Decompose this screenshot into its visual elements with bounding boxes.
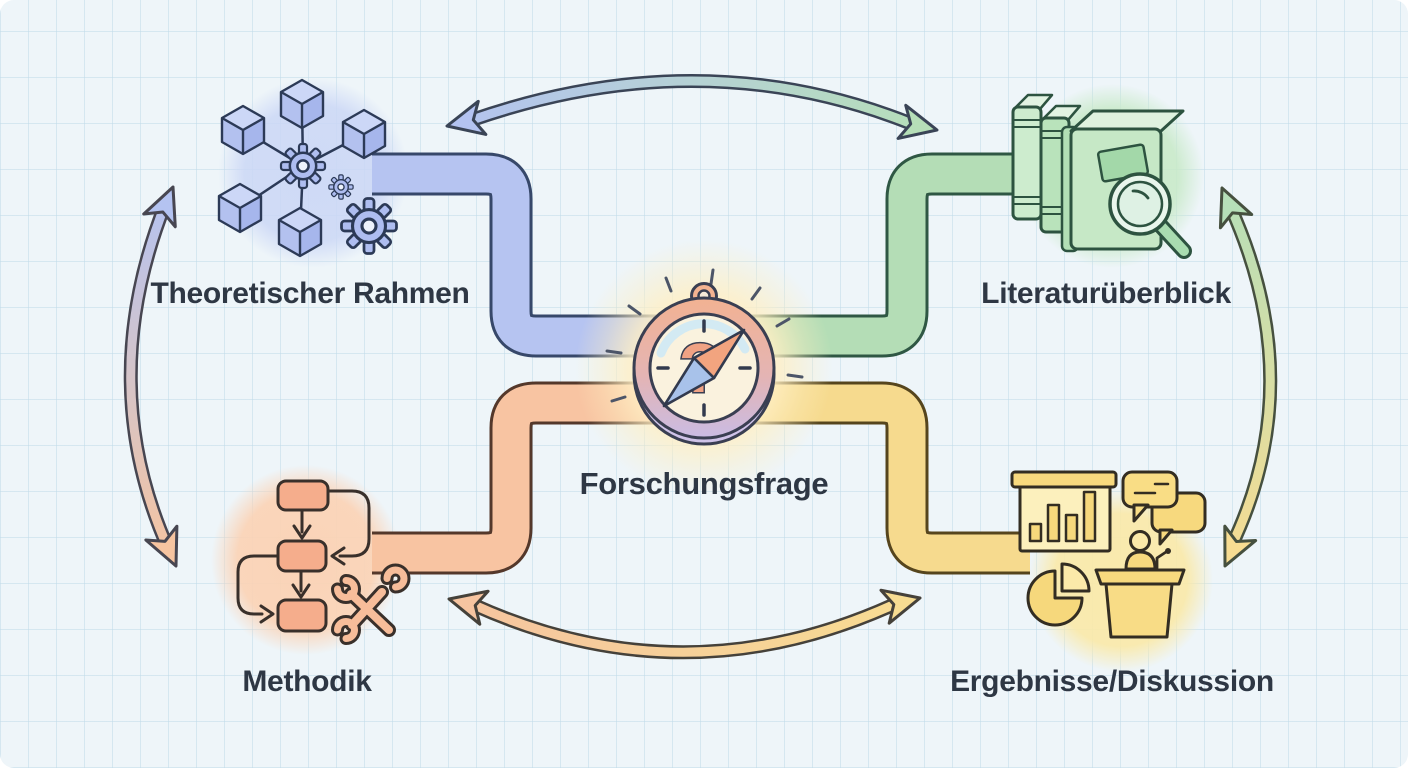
flowchart-wrenches-icon [236, 479, 411, 645]
node-label-theoretischer-rahmen: Theoretischer Rahmen [150, 277, 470, 310]
sparkle-lines [605, 268, 804, 403]
cube-network-gears-icon [217, 78, 399, 258]
node-label-ergebnisse-diskussion: Ergebnisse/Diskussion [950, 665, 1274, 698]
crossed-wrenches-icon [331, 563, 411, 645]
pipe-theoretischer-rahmen [372, 152, 690, 358]
center-label-forschungsfrage: Forschungsfrage [579, 466, 829, 501]
compass-needle [662, 328, 746, 408]
pipe-literaturueberblick [718, 152, 1030, 358]
exchange-arrows [123, 74, 1278, 660]
compass-icon: ? [605, 268, 804, 446]
arrow-left [123, 179, 194, 575]
arrow-right [1204, 179, 1278, 575]
node-label-literaturueberblick: Literaturüberblick [981, 277, 1231, 310]
node-label-methodik: Methodik [242, 665, 372, 698]
presentation-discussion-icon [1010, 470, 1207, 639]
arrow-bottom [443, 580, 926, 660]
arrow-top [441, 74, 943, 149]
connector-pipes [372, 152, 1030, 575]
pipe-ergebnisse-diskussion [718, 381, 1030, 575]
books-magnifier-icon [1011, 93, 1192, 259]
pipe-methodik [372, 381, 690, 575]
